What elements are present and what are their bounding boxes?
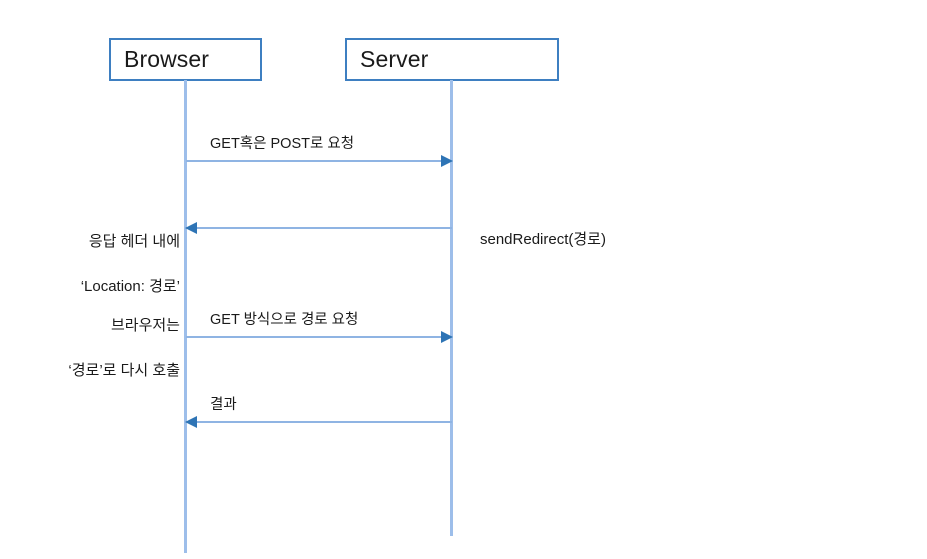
lifeline-browser (184, 80, 187, 553)
message-line-redirect (186, 227, 452, 229)
participant-box-server[interactable]: Server (345, 38, 559, 81)
arrowhead-left-icon (185, 416, 197, 428)
annotation-rebrowse: 브라우저는 ‘경로’로 다시 호출 (68, 292, 180, 405)
annotation-rebrowse-line1: 브라우저는 (110, 316, 180, 334)
annotation-location-line1: 응답 헤더 내에 (88, 232, 180, 250)
annotation-sendredirect-line1: sendRedirect(경로) (480, 230, 606, 248)
participant-label-server: Server (360, 46, 429, 72)
message-label-result: 결과 (210, 396, 237, 413)
participant-label-browser: Browser (124, 46, 210, 72)
message-line-request (186, 160, 452, 162)
message-label-request: GET혹은 POST로 요청 (210, 135, 355, 152)
message-line-result (186, 421, 452, 423)
participant-box-browser[interactable]: Browser (109, 38, 262, 81)
lifeline-server (450, 80, 453, 536)
annotation-location-line2: ‘Location: 경로’ (80, 277, 180, 295)
arrowhead-left-icon (185, 222, 197, 234)
arrowhead-right-icon (441, 331, 453, 343)
message-label-get-path: GET 방식으로 경로 요청 (210, 311, 359, 328)
arrowhead-right-icon (441, 155, 453, 167)
message-line-get-path (186, 336, 452, 338)
annotation-location-header: 응답 헤더 내에 ‘Location: 경로’ (81, 208, 180, 321)
annotation-sendredirect: sendRedirect(경로) (480, 206, 606, 274)
annotation-rebrowse-line2: ‘경로’로 다시 호출 (68, 361, 180, 379)
